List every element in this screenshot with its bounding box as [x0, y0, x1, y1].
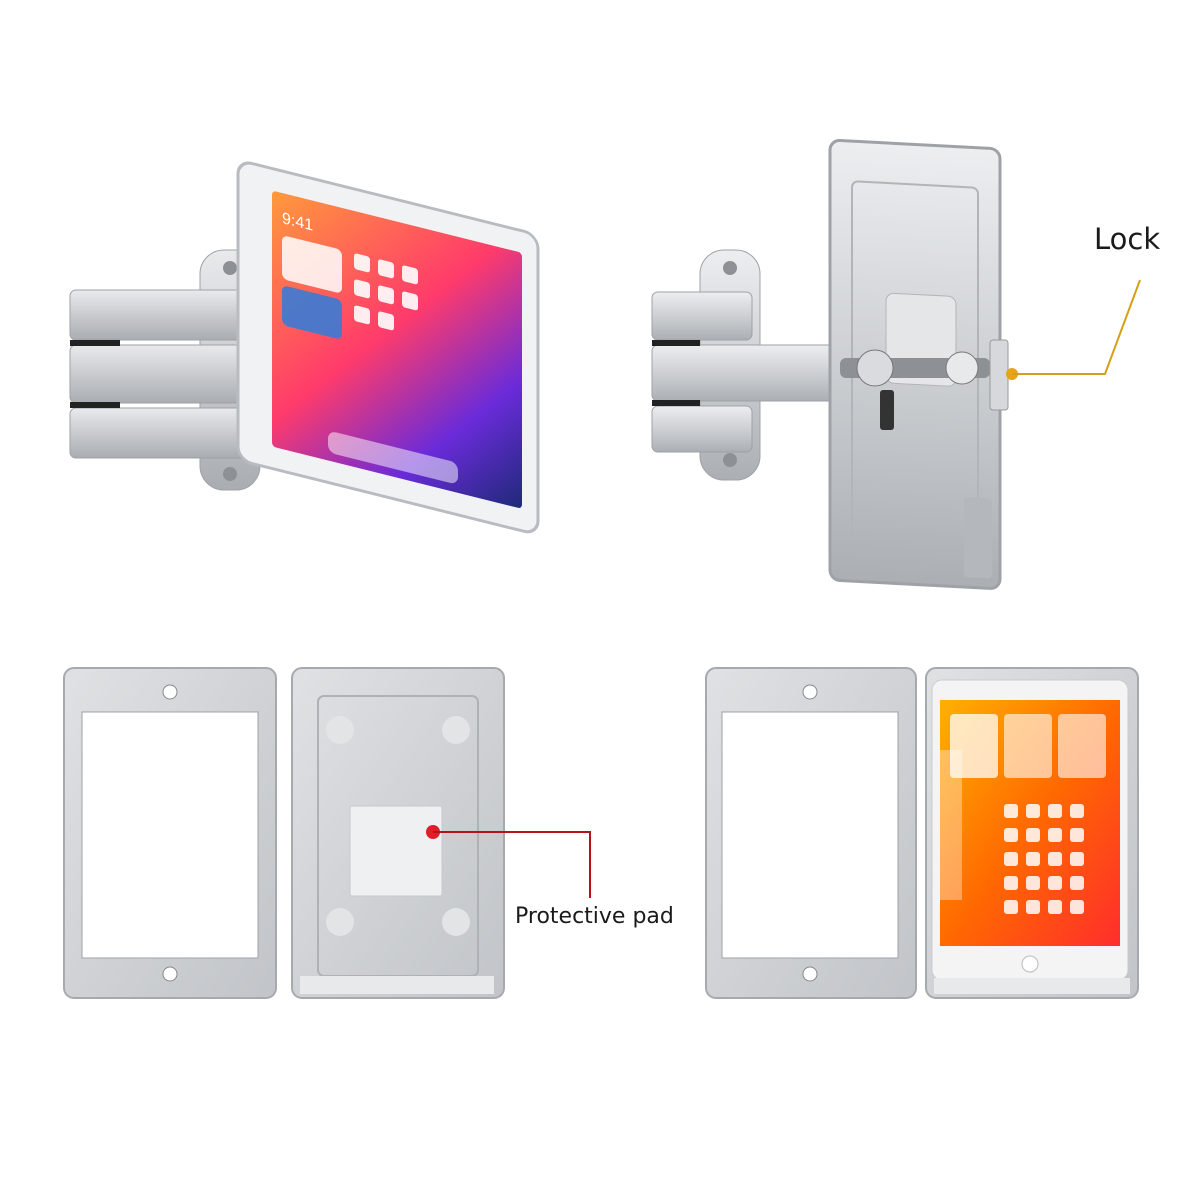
front-frame — [705, 667, 917, 999]
lock-cylinder — [945, 351, 979, 385]
tablet-in-tray — [925, 667, 1139, 999]
tablet-enclosure: 9:41 — [236, 161, 540, 534]
open-case-empty-photo — [0, 600, 600, 1200]
lock-callout-line — [1012, 279, 1141, 375]
back-tray — [291, 667, 505, 999]
front-frame — [63, 667, 277, 999]
front-view-photo: 9:41 — [0, 0, 600, 600]
pad-callout-line — [433, 831, 591, 898]
lock-callout-label: Lock — [1094, 222, 1161, 256]
protective-pad — [349, 805, 443, 897]
back-view-photo — [600, 0, 1200, 600]
protective-pad-callout-label: Protective pad — [515, 904, 674, 929]
open-case-with-tablet-photo — [600, 600, 1200, 1200]
